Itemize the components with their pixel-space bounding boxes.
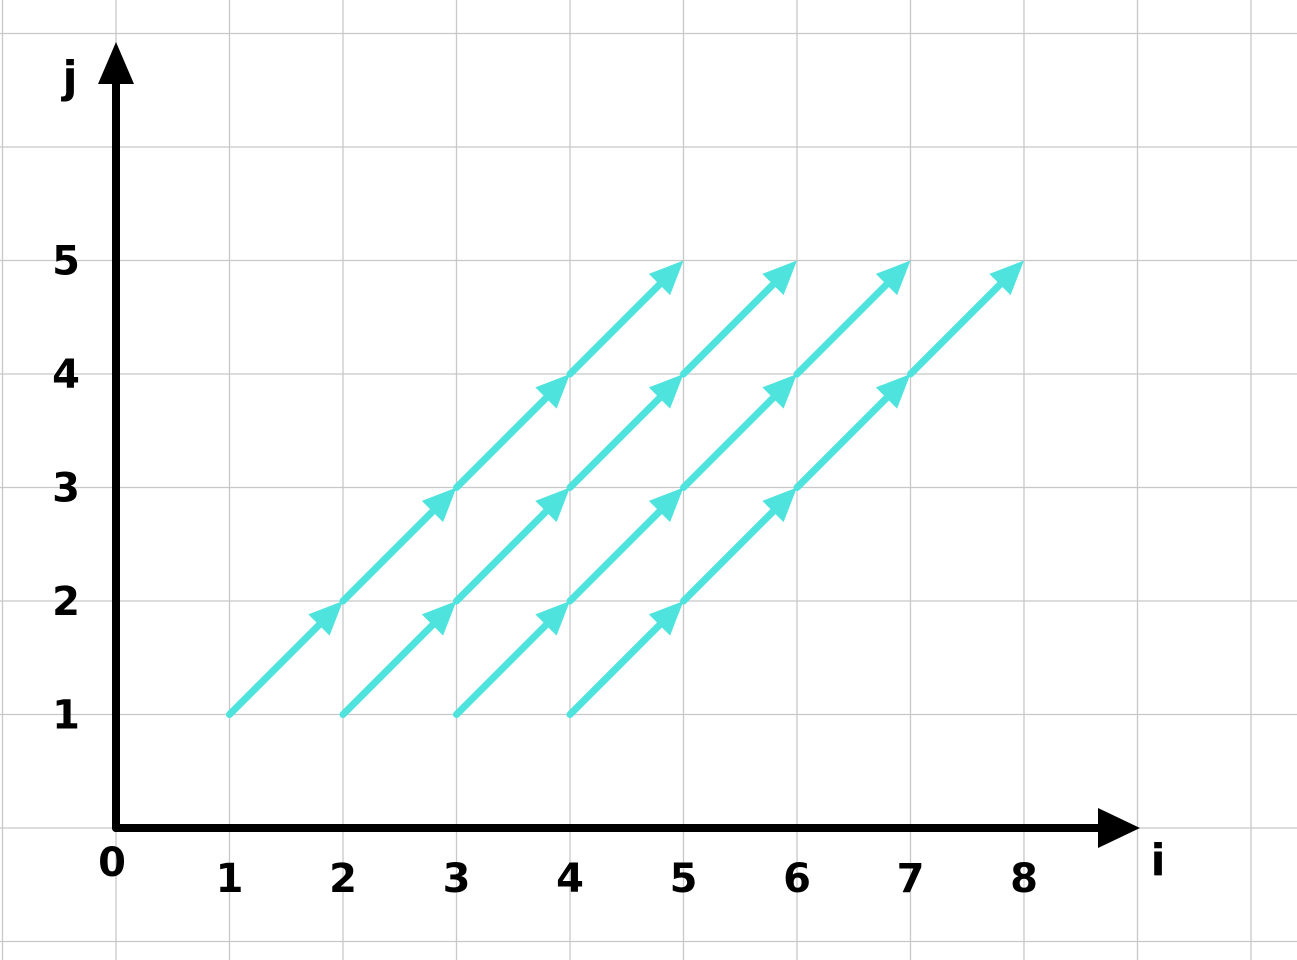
- vector-shaft: [453, 391, 553, 491]
- dependence-vector-16: [907, 260, 1024, 378]
- x-tick-label-2: 2: [329, 856, 357, 902]
- x-tick-labels: 1 2 3 4 5 6 7 8: [216, 856, 1038, 902]
- y-tick-label-1: 1: [52, 693, 80, 739]
- vector-arrowhead: [648, 487, 684, 523]
- x-tick-label-8: 8: [1010, 856, 1038, 902]
- dependence-vector-3: [453, 601, 570, 718]
- vector-arrowhead: [648, 374, 684, 409]
- vector-shaft: [680, 278, 780, 378]
- vector-arrowhead: [535, 601, 570, 636]
- vector-arrowhead: [648, 260, 684, 296]
- dependence-vector-6: [453, 487, 570, 605]
- x-tick-label-4: 4: [556, 856, 584, 902]
- vector-arrowhead: [989, 260, 1024, 296]
- x-tick-label-6: 6: [783, 856, 811, 902]
- dependence-vector-10: [566, 374, 684, 491]
- x-tick-label-5: 5: [670, 856, 698, 902]
- x-tick-label-1: 1: [216, 856, 244, 902]
- vector-arrowhead: [762, 374, 797, 409]
- x-tick-label-3: 3: [443, 856, 471, 902]
- y-tick-label-4: 4: [52, 352, 80, 398]
- vector-shaft: [793, 391, 893, 491]
- dependence-vector-15: [793, 260, 911, 378]
- axes: [98, 42, 1140, 848]
- vector-arrowhead: [421, 601, 457, 636]
- x-tick-label-7: 7: [897, 856, 925, 902]
- y-tick-label-3: 3: [52, 466, 80, 512]
- dependence-vector-13: [566, 260, 684, 378]
- vector-shaft: [339, 505, 439, 605]
- vector-shaft: [680, 505, 780, 605]
- dependence-vectors: [226, 260, 1024, 718]
- dependence-vector-7: [566, 487, 684, 605]
- vector-shaft: [566, 278, 666, 378]
- y-axis-arrowhead: [98, 42, 134, 84]
- vector-arrowhead: [762, 487, 797, 523]
- dependence-vector-4: [566, 601, 684, 718]
- x-axis-arrowhead: [1098, 808, 1140, 848]
- dependence-vector-5: [339, 487, 457, 605]
- vector-arrowhead: [421, 487, 457, 523]
- dependence-vector-11: [680, 374, 797, 491]
- vector-arrowhead: [308, 601, 343, 636]
- vector-shaft: [226, 618, 326, 718]
- origin-label: 0: [98, 840, 126, 886]
- vector-arrowhead: [875, 260, 911, 296]
- dependence-vector-14: [680, 260, 797, 378]
- y-tick-label-2: 2: [52, 579, 80, 625]
- vector-shaft: [566, 618, 666, 718]
- vector-arrowhead: [535, 374, 570, 409]
- dependence-vector-12: [793, 374, 911, 491]
- dependence-vector-1: [226, 601, 343, 718]
- vector-shaft: [793, 278, 893, 378]
- y-axis-label: j: [60, 52, 77, 103]
- vector-shaft: [566, 505, 666, 605]
- vector-arrowhead: [875, 374, 911, 409]
- dependence-vector-8: [680, 487, 797, 605]
- y-tick-label-5: 5: [52, 239, 80, 285]
- vector-shaft: [680, 391, 780, 491]
- vector-shaft: [453, 505, 553, 605]
- vector-shaft: [907, 278, 1007, 378]
- dependence-vector-2: [339, 601, 457, 718]
- vector-arrowhead: [535, 487, 570, 523]
- vector-shaft: [453, 618, 553, 718]
- vector-arrowhead: [648, 601, 684, 636]
- y-tick-labels: 1 2 3 4 5: [52, 239, 80, 739]
- vector-shaft: [339, 618, 439, 718]
- vector-shaft: [566, 391, 666, 491]
- vector-arrowhead: [762, 260, 797, 296]
- dependence-vector-9: [453, 374, 570, 491]
- x-axis-label: i: [1150, 835, 1165, 886]
